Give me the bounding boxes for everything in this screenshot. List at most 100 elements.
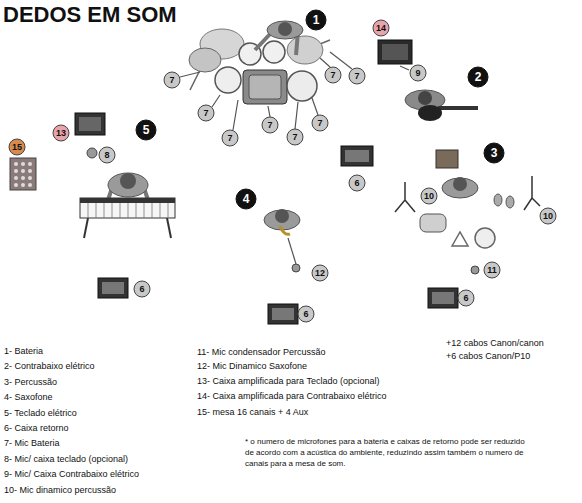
callout-number: 7 bbox=[164, 72, 180, 88]
mixing-desk-part bbox=[10, 158, 36, 190]
callout-circle bbox=[198, 105, 214, 121]
drummer-part bbox=[267, 21, 303, 39]
drum-mic-stands-part bbox=[233, 100, 238, 130]
callout-number: 10 bbox=[421, 188, 437, 204]
legend-line: 11- Mic condensador Percussão bbox=[197, 347, 325, 358]
drummer bbox=[255, 21, 303, 55]
drum-kit-part bbox=[287, 71, 317, 101]
monitor-wedge-part bbox=[428, 288, 458, 308]
keyboard-part bbox=[80, 198, 175, 203]
drum-kit-part bbox=[249, 75, 281, 99]
mixing-desk-part bbox=[21, 162, 25, 166]
bass-player-part bbox=[418, 91, 432, 105]
legend-line: 9- Mic/ Caixa Contrabaixo elétrico bbox=[4, 469, 139, 480]
drum-mic-stands-part bbox=[268, 106, 270, 117]
bass-amp-part bbox=[378, 40, 412, 64]
callout-number: 7 bbox=[325, 67, 341, 83]
keyboard-amp-part bbox=[75, 113, 105, 135]
keyboard-amp-part bbox=[79, 117, 101, 131]
bass-amp bbox=[378, 40, 412, 64]
mixing-desk-part bbox=[28, 176, 32, 180]
callout-number: 14 bbox=[373, 20, 389, 36]
callout-circle bbox=[164, 72, 180, 88]
mixing-desk-part bbox=[28, 162, 32, 166]
bass-player-part bbox=[438, 106, 478, 110]
percussion-set-part bbox=[420, 214, 446, 232]
callout-circle bbox=[325, 67, 341, 83]
callout-number: 7 bbox=[222, 130, 238, 146]
bass-player-part bbox=[418, 105, 442, 121]
drum-kit-part bbox=[287, 36, 323, 64]
legend-line: 6- Caixa retorno bbox=[4, 423, 69, 434]
percussion-set-part bbox=[453, 177, 467, 191]
callout-circle bbox=[298, 306, 314, 322]
drum-kit-part bbox=[189, 48, 221, 72]
monitor-wedge-part bbox=[345, 150, 369, 162]
keyboard-mic bbox=[87, 148, 97, 158]
mixing-desk-part bbox=[14, 176, 18, 180]
callout-circle bbox=[349, 68, 365, 84]
mixing-desk-part bbox=[21, 176, 25, 180]
drum-mic-stands-part bbox=[295, 102, 298, 129]
drum-mic-stands-part bbox=[312, 98, 318, 115]
mixing-desk-part bbox=[21, 169, 25, 173]
callout-number: 7 bbox=[262, 117, 278, 133]
callout-circle bbox=[349, 175, 365, 191]
percussion-set-part bbox=[471, 266, 479, 274]
keyboard-part bbox=[84, 218, 88, 238]
callout-number: 6 bbox=[349, 175, 365, 191]
callout-circle bbox=[53, 125, 69, 141]
callout-number: 6 bbox=[134, 281, 150, 297]
mixing-desk-part bbox=[14, 169, 18, 173]
callout-circle bbox=[484, 143, 504, 163]
footnote: * o numero de microfones para a bateria … bbox=[245, 436, 535, 469]
callout-number: 8 bbox=[99, 147, 115, 163]
legend-line: 4- Saxofone bbox=[4, 392, 53, 403]
callout-number: 6 bbox=[298, 306, 314, 322]
callout-number: 6 bbox=[458, 290, 474, 306]
keyboard-part bbox=[88, 203, 168, 218]
legend-line: 14- Caixa amplificada para Contrabaixo e… bbox=[197, 391, 387, 402]
legend-line: 10- Mic dinamico percussão bbox=[4, 485, 116, 496]
callout-number: 1 bbox=[306, 10, 326, 30]
bass-mic bbox=[400, 66, 409, 70]
sax-player-part bbox=[275, 209, 289, 223]
legend-line: +6 cabos Canon/P10 bbox=[446, 351, 530, 362]
callout-circle bbox=[222, 130, 238, 146]
keyboard-part bbox=[167, 218, 171, 238]
callout-number: 7 bbox=[287, 129, 303, 145]
monitor-wedge-part bbox=[268, 304, 298, 324]
callout-number: 7 bbox=[312, 115, 328, 131]
callout-circle bbox=[134, 281, 150, 297]
keyboard-amp bbox=[75, 113, 105, 135]
percussion-set-part bbox=[524, 176, 540, 210]
legend-line: 12- Mic Dinamico Saxofone bbox=[197, 361, 307, 372]
percussion-set-part bbox=[395, 182, 415, 212]
legend-line: 7- Mic Bateria bbox=[4, 438, 60, 449]
callout-circle bbox=[306, 10, 326, 30]
callout-circle bbox=[484, 262, 500, 278]
legend-line: 5- Teclado elétrico bbox=[4, 408, 77, 419]
keyboard-player bbox=[108, 173, 148, 200]
callout-circle bbox=[540, 208, 556, 224]
legend-line: +12 cabos Canon/canon bbox=[446, 338, 544, 349]
callout-number: 3 bbox=[484, 143, 504, 163]
bass-amp-part bbox=[382, 44, 408, 60]
drummer-part bbox=[278, 22, 292, 36]
percussion-set-part bbox=[436, 150, 458, 168]
callout-number: 10 bbox=[540, 208, 556, 224]
callout-number: 2 bbox=[468, 67, 488, 87]
percussion-set-part bbox=[475, 228, 495, 248]
drum-kit-part bbox=[215, 67, 241, 93]
callout-number: 9 bbox=[410, 65, 426, 81]
callout-number: 12 bbox=[312, 265, 328, 281]
callout-circle bbox=[312, 265, 328, 281]
callout-circle bbox=[287, 129, 303, 145]
percussion-set-part bbox=[442, 178, 478, 198]
callout-circle bbox=[421, 188, 437, 204]
keyboard bbox=[80, 198, 175, 238]
callout-circle bbox=[9, 139, 25, 155]
monitor-wedge-part bbox=[272, 308, 294, 320]
